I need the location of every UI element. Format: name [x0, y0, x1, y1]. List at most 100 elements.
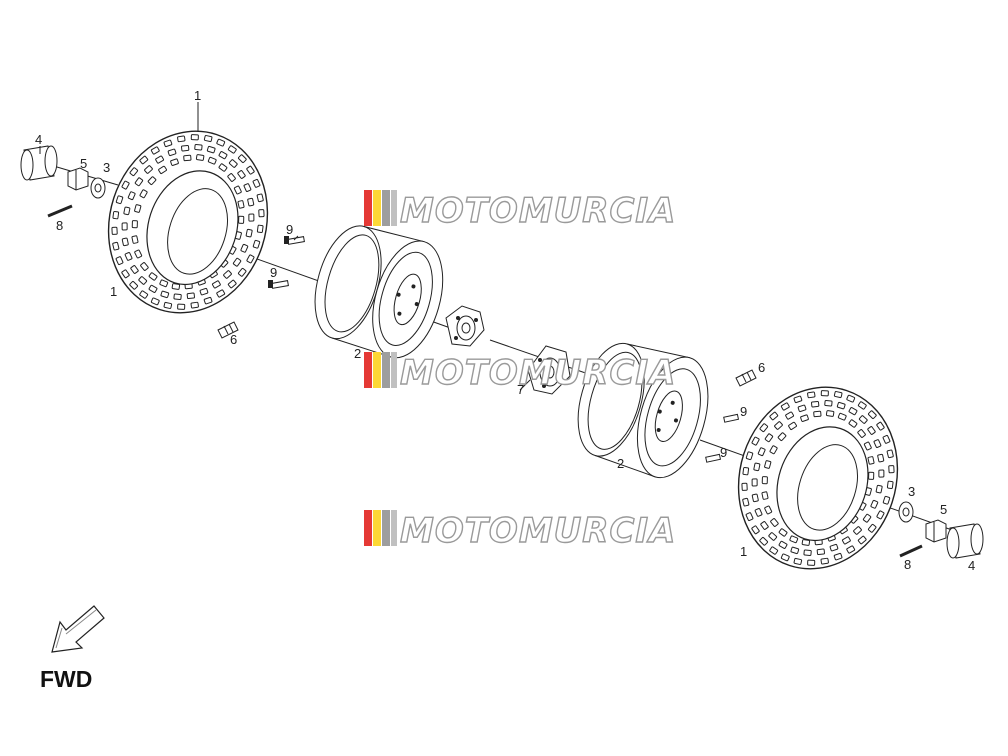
- tread-block: [139, 155, 149, 165]
- tread-block: [129, 280, 139, 290]
- tread-block: [753, 462, 761, 472]
- tread-block: [751, 436, 760, 446]
- tread-block: [246, 165, 255, 175]
- tread-block: [243, 183, 252, 192]
- watermark-text: MOTOMURCIA: [400, 511, 676, 551]
- rim-right: [577, 342, 709, 479]
- tread-block: [742, 466, 750, 476]
- tread-block: [745, 512, 754, 522]
- tread-block: [877, 453, 885, 463]
- tread-block: [778, 528, 788, 537]
- tread-block: [867, 426, 876, 435]
- watermark-2: MOTOMURCIA: [364, 352, 676, 394]
- tread-block: [870, 499, 879, 509]
- tread-block: [131, 235, 139, 244]
- tread-block: [848, 419, 858, 428]
- watermark-text: MOTOMURCIA: [400, 191, 676, 231]
- tread-block: [770, 518, 779, 527]
- tread-block: [163, 139, 173, 148]
- tread-block: [121, 180, 130, 190]
- tread-block: [873, 439, 882, 448]
- tread-block: [761, 491, 769, 500]
- tread-block: [183, 154, 192, 162]
- tread-block: [811, 400, 820, 408]
- tread-block: [203, 296, 213, 305]
- tread-block: [163, 301, 173, 309]
- callout-6-right: 6: [758, 360, 765, 375]
- tread-block: [858, 415, 868, 424]
- tread-block: [862, 513, 872, 523]
- tread-block: [124, 252, 133, 261]
- tread-block: [769, 411, 779, 421]
- callout-5-right: 5: [940, 502, 947, 517]
- tread-block: [237, 200, 245, 209]
- tread-block: [757, 447, 766, 457]
- tread-block: [148, 272, 158, 281]
- tread-block: [252, 239, 261, 249]
- tread-block: [876, 421, 885, 431]
- tread-block: [820, 557, 829, 565]
- tread-block: [150, 297, 160, 306]
- tread-block: [769, 546, 779, 555]
- tread-block: [777, 432, 787, 442]
- tread-block: [751, 478, 758, 487]
- tread-block: [207, 156, 217, 165]
- tread-block: [167, 148, 177, 157]
- tread-block: [875, 484, 883, 494]
- tread-block: [751, 493, 759, 503]
- callout-5-left: 5: [80, 156, 87, 171]
- tread-block: [857, 401, 867, 410]
- tread-block: [115, 256, 124, 266]
- tread-block: [121, 237, 129, 247]
- tread-block: [882, 434, 891, 444]
- hub-right: [527, 345, 571, 395]
- tread-block: [768, 532, 778, 541]
- tread-block: [148, 284, 158, 293]
- tread-block: [824, 400, 833, 407]
- tire-left: [107, 130, 269, 314]
- tread-block: [769, 445, 778, 455]
- tread-block: [111, 226, 118, 235]
- callouts: 1 4 5 3 8 1 9 9 6 2 7 6 9 9 2 3 5 1 8 4: [35, 88, 975, 573]
- callout-6-left: 6: [230, 332, 237, 347]
- tread-block: [836, 401, 846, 410]
- tread-block: [112, 210, 120, 220]
- callout-1-top: 1: [194, 88, 201, 103]
- tread-block: [144, 165, 153, 174]
- tread-block: [232, 257, 242, 267]
- tire-right: [737, 386, 899, 570]
- tread-block: [759, 536, 769, 546]
- tread-block: [247, 197, 255, 207]
- tread-block: [129, 167, 139, 177]
- tread-block: [159, 279, 169, 288]
- tread-block: [785, 411, 795, 420]
- tread-block: [256, 193, 264, 203]
- callout-4-right: 4: [968, 558, 975, 573]
- tread-block: [829, 543, 839, 552]
- callout-2-right: 2: [617, 456, 624, 471]
- tread-block: [131, 220, 138, 229]
- rim-left: [314, 225, 444, 359]
- tread-block: [158, 165, 167, 175]
- tread-block: [816, 548, 825, 556]
- tread-block: [237, 170, 246, 179]
- tread-block: [223, 270, 232, 279]
- bolt-9b: [268, 280, 289, 289]
- tread-block: [228, 159, 238, 168]
- tread-block: [195, 154, 205, 161]
- tread-block: [754, 508, 763, 517]
- tread-block: [181, 144, 190, 152]
- tread-block: [227, 145, 237, 154]
- tread-block: [813, 410, 822, 418]
- tread-block: [171, 283, 181, 290]
- callout-8-right: 8: [904, 557, 911, 572]
- tread-block: [123, 206, 131, 216]
- tread-block: [245, 228, 253, 238]
- tread-block: [803, 549, 812, 556]
- tread-block: [121, 269, 130, 279]
- fwd-label: FWD: [40, 666, 92, 692]
- tread-block: [248, 213, 255, 222]
- tread-block: [237, 154, 247, 164]
- tread-block: [888, 465, 895, 474]
- tread-block: [203, 135, 213, 143]
